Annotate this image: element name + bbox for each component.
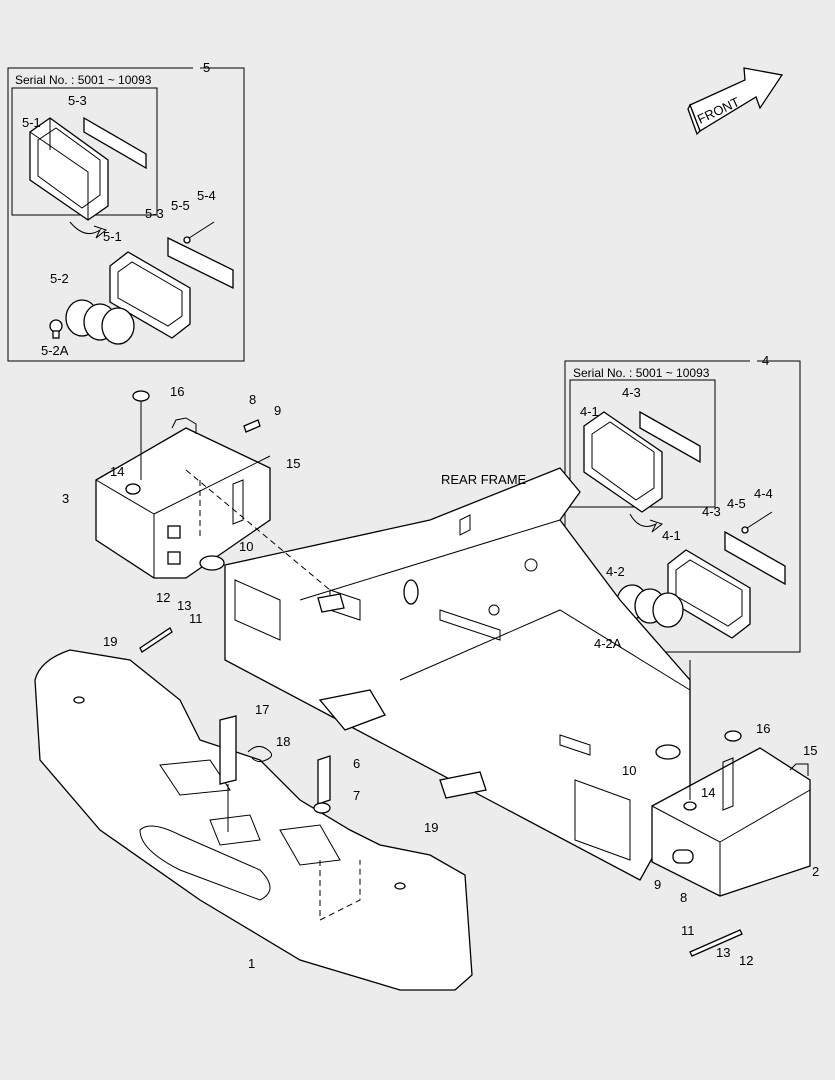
callout-7: 7 <box>353 788 360 803</box>
callout-4-3b: 4-3 <box>702 504 721 519</box>
callout-17: 17 <box>255 702 269 717</box>
callout-10a: 10 <box>239 539 253 554</box>
callout-11b: 11 <box>681 923 695 938</box>
callout-4-1b: 4-1 <box>662 528 681 543</box>
callout-16b: 16 <box>756 721 770 736</box>
callout-3: 3 <box>62 491 69 506</box>
callout-4-2: 4-2 <box>606 564 625 579</box>
callout-10b: 10 <box>622 763 636 778</box>
rear-frame <box>224 467 691 881</box>
callout-18: 18 <box>276 734 290 749</box>
callout-11a: 11 <box>189 611 203 626</box>
rear-frame-label: REAR FRAME <box>441 472 527 487</box>
callout-5-4: 5-4 <box>197 188 216 203</box>
callout-19b: 19 <box>424 820 438 835</box>
box-5-number: 5 <box>203 60 210 75</box>
lamp-bracket-right <box>651 747 811 897</box>
box-4-serial: Serial No. : 5001 ~ 10093 <box>573 366 710 380</box>
lamp-bracket-left <box>95 400 271 579</box>
callout-5-3a: 5-3 <box>68 93 87 108</box>
callout-2: 2 <box>812 864 819 879</box>
callout-15b: 15 <box>803 743 817 758</box>
callout-14b: 14 <box>701 785 715 800</box>
callout-4-2a: 4-2A <box>594 636 622 651</box>
callout-9b: 9 <box>654 877 661 892</box>
callout-6: 6 <box>353 756 360 771</box>
callout-1: 1 <box>248 956 255 971</box>
callout-13b: 13 <box>716 945 730 960</box>
callout-4-4: 4-4 <box>754 486 773 501</box>
callout-14a: 14 <box>110 464 124 479</box>
callout-12b: 12 <box>739 953 753 968</box>
box-5-serial: Serial No. : 5001 ~ 10093 <box>15 73 152 87</box>
callout-12a: 12 <box>156 590 170 605</box>
callout-8a: 8 <box>249 392 256 407</box>
callout-5-1b: 5-1 <box>103 229 122 244</box>
callout-5-3b: 5-3 <box>145 206 164 221</box>
callout-4-3a: 4-3 <box>622 385 641 400</box>
callout-8b: 8 <box>680 890 687 905</box>
callout-4-1a: 4-1 <box>580 404 599 419</box>
callout-5-1a: 5-1 <box>22 115 41 130</box>
callout-13a: 13 <box>177 598 191 613</box>
front-arrow-icon: FRONT <box>687 67 784 136</box>
callout-19a: 19 <box>103 634 117 649</box>
callout-16a: 16 <box>170 384 184 399</box>
callout-5-5: 5-5 <box>171 198 190 213</box>
detail-box-5: 5 Serial No. : 5001 ~ 10093 <box>7 60 245 362</box>
box-4-number: 4 <box>762 353 769 368</box>
callout-9a: 9 <box>274 403 281 418</box>
callout-5-2: 5-2 <box>50 271 69 286</box>
callout-15a: 15 <box>286 456 300 471</box>
callouts: 5-3 5-1 5-3 5-5 5-4 5-1 5-2 5-2A 4-3 4-1… <box>22 93 819 971</box>
small-parts <box>132 390 743 957</box>
callout-5-2a: 5-2A <box>41 343 69 358</box>
callout-4-5: 4-5 <box>727 496 746 511</box>
detail-box-4: 4 Serial No. : 5001 ~ 10093 <box>564 353 801 653</box>
